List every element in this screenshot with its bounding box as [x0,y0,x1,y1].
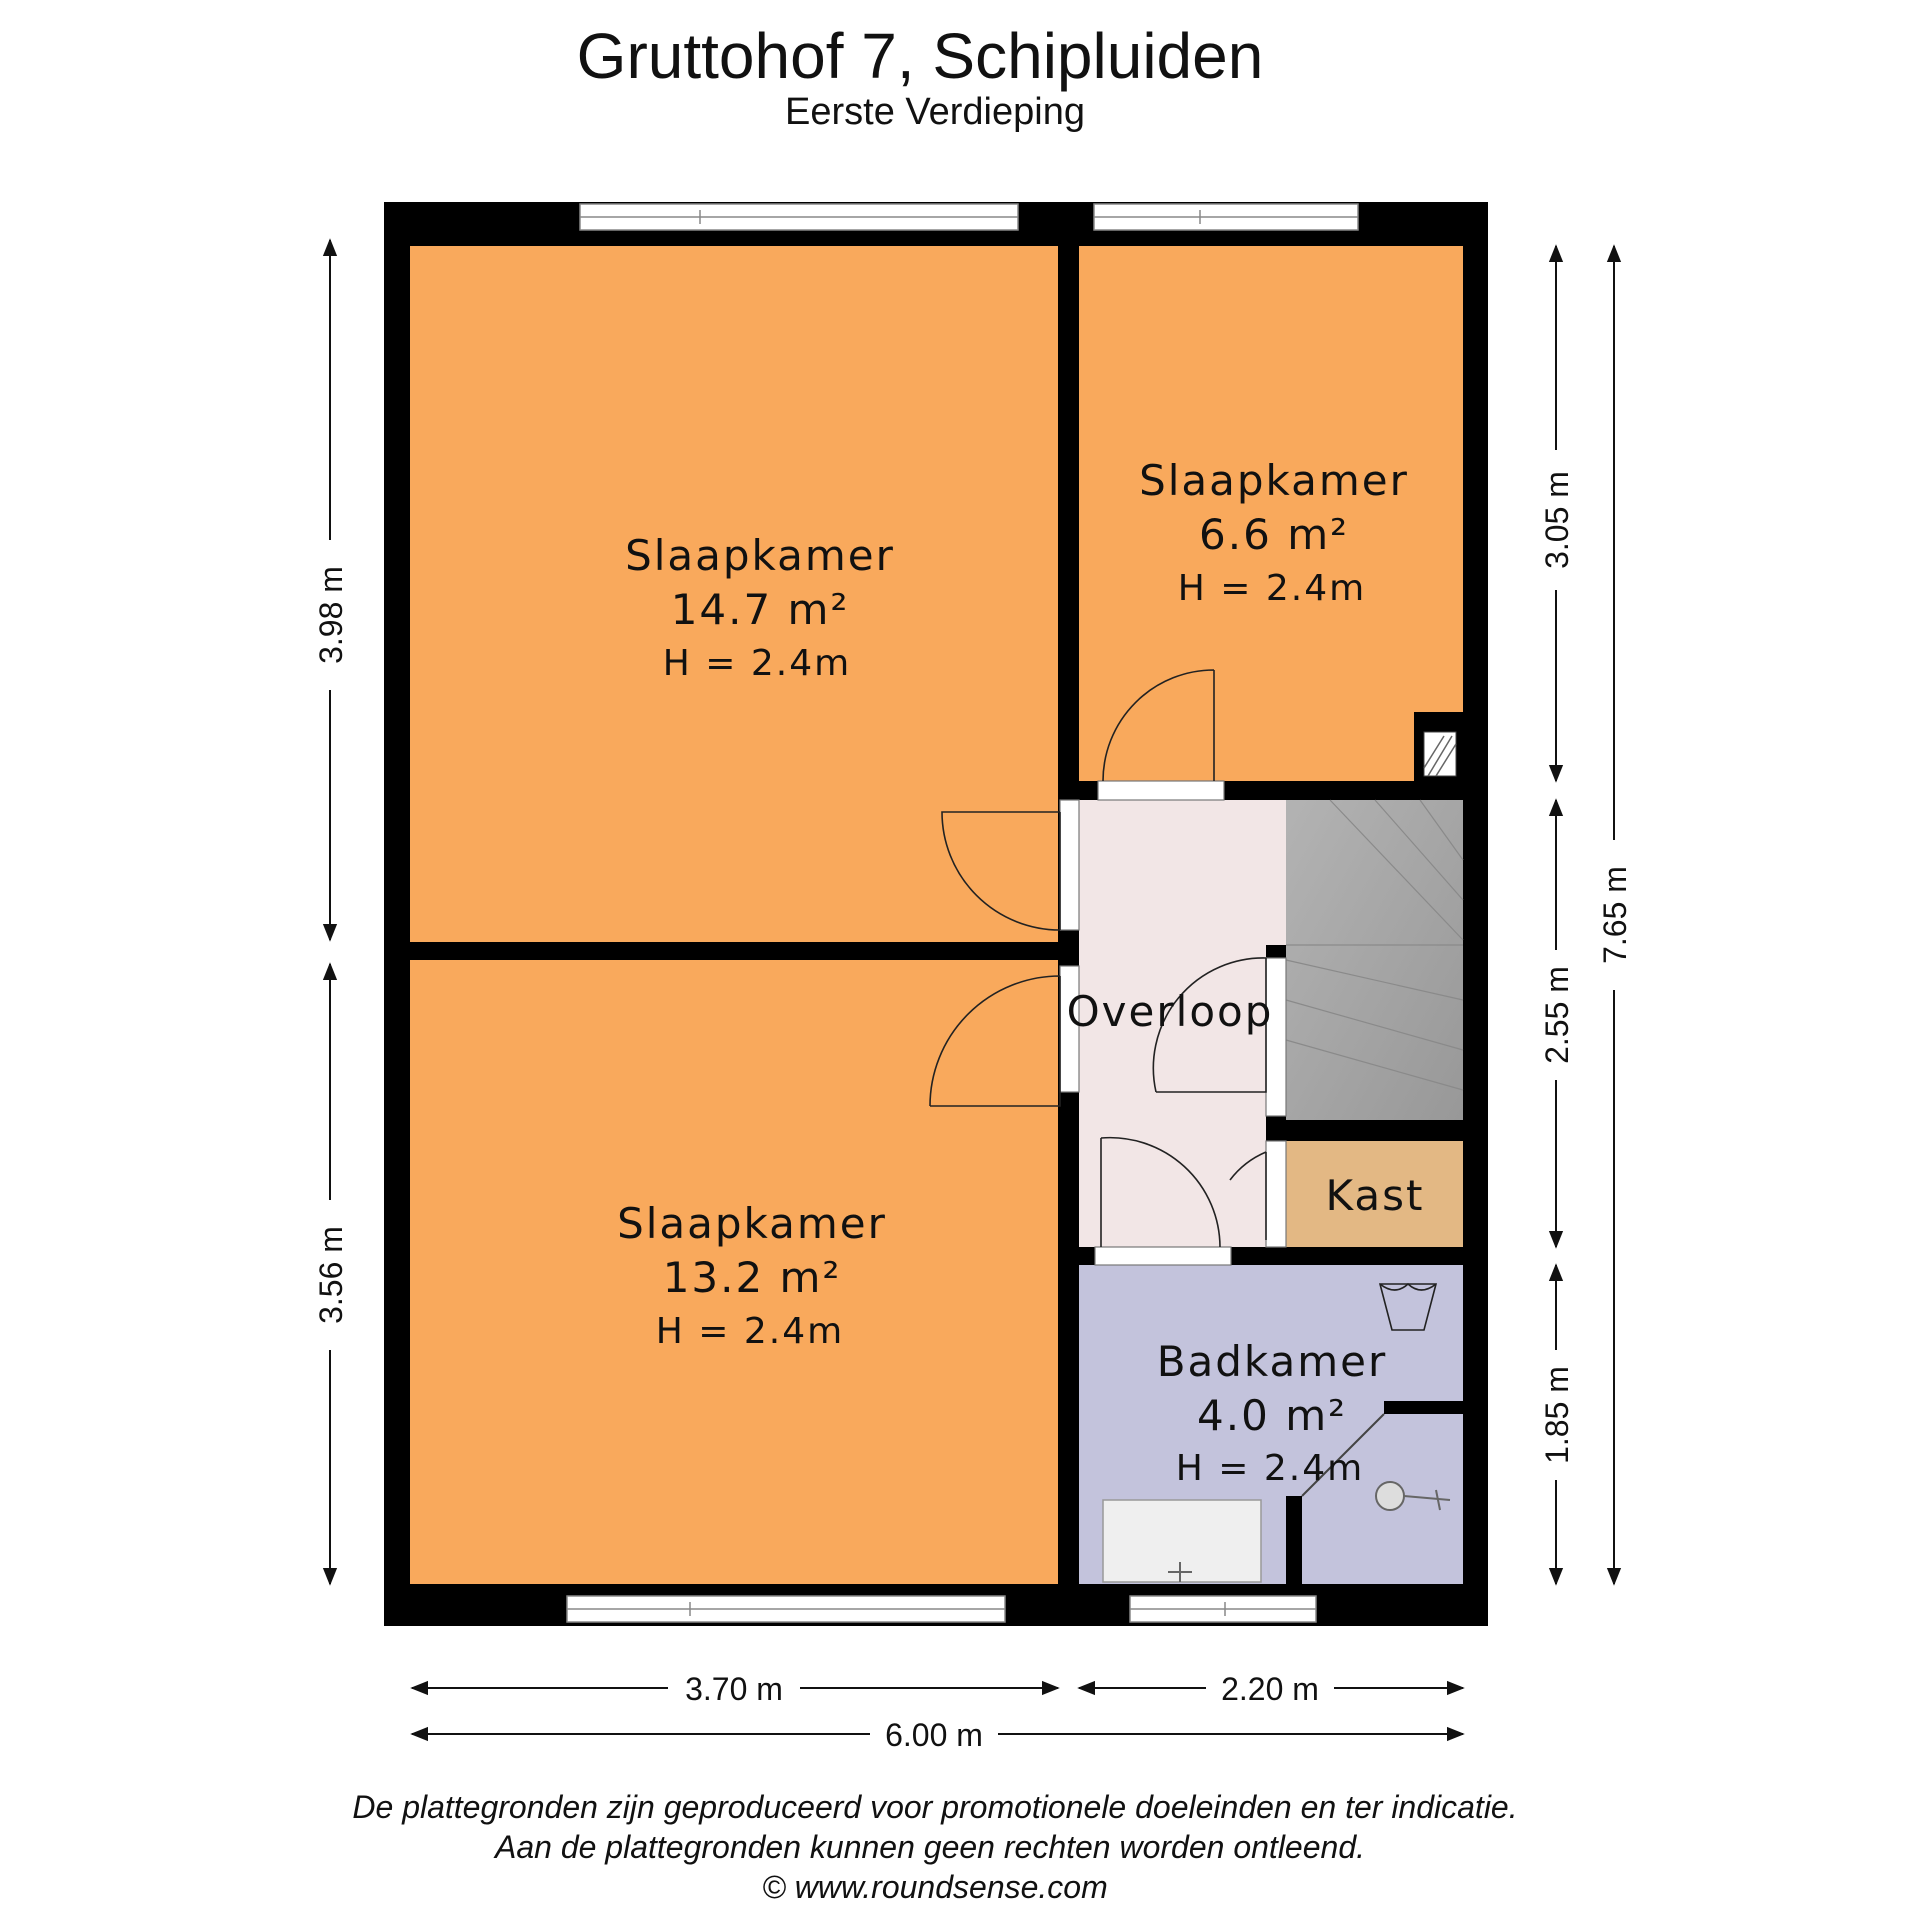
svg-text:3.05 m: 3.05 m [1539,471,1575,569]
dim-bottom-total: 6.00 m [410,1717,1465,1753]
dim-right-total: 7.65 m [1597,244,1633,1586]
svg-text:14.7 m²: 14.7 m² [671,585,850,634]
plan-title: Gruttohof 7, Schipluiden [577,20,1264,92]
svg-text:7.65 m: 7.65 m [1597,866,1633,964]
plan-subtitle: Eerste Verdieping [785,91,1085,133]
svg-text:3.70 m: 3.70 m [685,1671,783,1707]
stair-treads [1285,799,1464,1091]
bath-shower-wall-top [1384,1401,1463,1414]
room-label-bedroom-small: Slaapkamer 6.6 m² H = 2.4m [1139,456,1409,609]
room-label-bathroom: Badkamer 4.0 m² H = 2.4m [1157,1337,1388,1489]
door-bedroom-bottom[interactable] [929,975,1061,1107]
closet-floor [1286,1141,1463,1247]
bathtub-icon [1102,1499,1262,1583]
room-label-bedroom-bottom: Slaapkamer 13.2 m² H = 2.4m [617,1199,887,1352]
bath-shower-wall-side [1286,1496,1302,1584]
svg-text:1.85 m: 1.85 m [1539,1366,1575,1464]
svg-text:6.00 m: 6.00 m [885,1717,983,1753]
dim-right-bottom: 1.85 m [1539,1263,1575,1586]
room-label-closet: Kast [1326,1171,1425,1220]
svg-text:Badkamer: Badkamer [1157,1337,1388,1386]
door-landing-bath[interactable] [1100,1136,1221,1248]
svg-text:Slaapkamer: Slaapkamer [625,531,895,580]
door-stairs[interactable] [1152,957,1267,1093]
wall-stairs-closet [1266,1120,1463,1141]
disclaimer-line-1: De plattegronden zijn geproduceerd voor … [352,1789,1517,1825]
bedroom-bottom-floor [410,960,1058,1584]
svg-text:2.55 m: 2.55 m [1539,966,1575,1064]
svg-text:6.6 m²: 6.6 m² [1199,510,1349,559]
svg-text:H = 2.4m: H = 2.4m [656,1311,844,1352]
svg-text:3.56 m: 3.56 m [313,1226,349,1324]
sink-icon [1378,1282,1438,1331]
dim-bottom-right: 2.20 m [1077,1671,1465,1707]
copyright-link[interactable]: © www.roundsense.com [762,1869,1108,1905]
svg-text:Slaapkamer: Slaapkamer [1139,456,1409,505]
stairs [1286,800,1463,1120]
dim-right-top: 3.05 m [1539,244,1575,783]
door-bedroom-large[interactable] [941,811,1061,931]
bedroom-small-floor [1079,246,1463,781]
dim-left-top: 3.98 m [313,238,349,942]
bedroom-large-floor [410,246,1058,942]
dim-bottom-left: 3.70 m [410,1671,1060,1707]
svg-text:H = 2.4m: H = 2.4m [1176,1448,1364,1489]
disclaimer-line-2: Aan de plattegronden kunnen geen rechten… [493,1829,1365,1865]
room-label-bedroom-large: Slaapkamer 14.7 m² H = 2.4m [625,531,895,684]
svg-text:2.20 m: 2.20 m [1221,1671,1319,1707]
chimney-hatch [1423,735,1457,777]
svg-text:13.2 m²: 13.2 m² [663,1253,842,1302]
dim-right-middle: 2.55 m [1539,798,1575,1249]
svg-text:4.0 m²: 4.0 m² [1197,1391,1347,1440]
svg-text:3.98 m: 3.98 m [313,566,349,664]
windows [566,203,1359,1623]
shower-screen [1301,1413,1385,1497]
svg-text:H = 2.4m: H = 2.4m [663,643,851,684]
svg-text:Slaapkamer: Slaapkamer [617,1199,887,1248]
svg-text:H = 2.4m: H = 2.4m [1178,568,1366,609]
dim-left-bottom: 3.56 m [313,962,349,1586]
door-openings [1059,780,1287,1266]
tap-icon [1168,1562,1192,1582]
room-label-landing: Overloop [1067,987,1274,1036]
door-closet[interactable] [1229,1151,1267,1240]
shower-icon [1375,1481,1451,1511]
door-bedroom-small[interactable] [1102,669,1215,782]
